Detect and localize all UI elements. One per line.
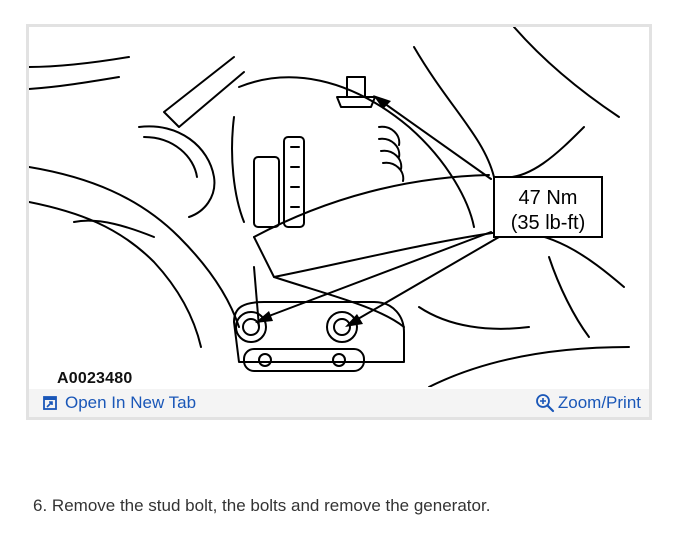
- generator-body: [231, 116, 260, 328]
- bracket-hole: [258, 353, 272, 367]
- generator-fin: [283, 136, 305, 228]
- engine-outline: [498, 126, 585, 179]
- bracket: [253, 174, 490, 238]
- engine-outline: [428, 346, 630, 387]
- step-number: 6.: [33, 496, 48, 515]
- torque-metric: 47 Nm: [519, 187, 578, 209]
- arrowheads: [255, 95, 391, 327]
- generator-fin: [253, 156, 280, 228]
- pipe: [163, 56, 245, 128]
- bracket: [253, 231, 500, 278]
- hose-line: [143, 136, 198, 178]
- mounting-bolt: [326, 311, 358, 343]
- hose-line: [29, 76, 120, 90]
- stud-bolt: [346, 76, 366, 98]
- engine-outline: [548, 256, 590, 338]
- figure-code: A0023480: [57, 370, 133, 387]
- figure-toolbar: Open In New Tab Zoom/Print: [29, 389, 649, 417]
- generator-fin: [290, 146, 300, 208]
- generator-mounting-illustration[interactable]: 47 Nm (35 lb-ft): [29, 27, 649, 387]
- engine-outline: [418, 306, 530, 330]
- hose-line: [29, 201, 202, 348]
- mounting-bracket-lower: [233, 301, 405, 363]
- open-in-new-tab-label: Open In New Tab: [65, 393, 197, 412]
- open-new-tab-icon: [43, 396, 57, 410]
- stud-bolt-nut: [336, 96, 376, 108]
- magnifier-plus-icon: [535, 394, 554, 413]
- step-description: Remove the stud bolt, the bolts and remo…: [51, 496, 491, 515]
- hose-line: [138, 125, 216, 218]
- generator-body: [238, 76, 475, 228]
- callout-leader: [260, 231, 492, 320]
- torque-imperial: (35 lb-ft): [511, 212, 585, 234]
- open-in-new-tab-link[interactable]: Open In New Tab: [43, 393, 196, 413]
- hose-line: [29, 56, 130, 68]
- mounting-bolt: [242, 318, 260, 336]
- bracket-foot: [243, 348, 365, 372]
- mounting-bolt: [235, 311, 267, 343]
- fan-slots: [378, 125, 405, 182]
- engine-outline: [513, 27, 620, 118]
- callout-leader: [350, 236, 500, 324]
- mounting-bolt: [333, 318, 351, 336]
- engine-outline: [413, 46, 495, 178]
- hose-line: [73, 219, 155, 238]
- zoom-print-label: Zoom/Print: [557, 393, 641, 412]
- bracket-hole: [332, 353, 346, 367]
- hose-line: [29, 166, 240, 328]
- torque-callout-box: [493, 176, 603, 238]
- instruction-step: 6. Remove the stud bolt, the bolts and r…: [33, 496, 490, 516]
- zoom-print-link[interactable]: Zoom/Print: [535, 393, 641, 413]
- figure-container: 47 Nm (35 lb-ft) A0023480 Open In New Ta…: [26, 24, 652, 420]
- callout-leader: [380, 100, 492, 180]
- engine-outline: [498, 230, 625, 288]
